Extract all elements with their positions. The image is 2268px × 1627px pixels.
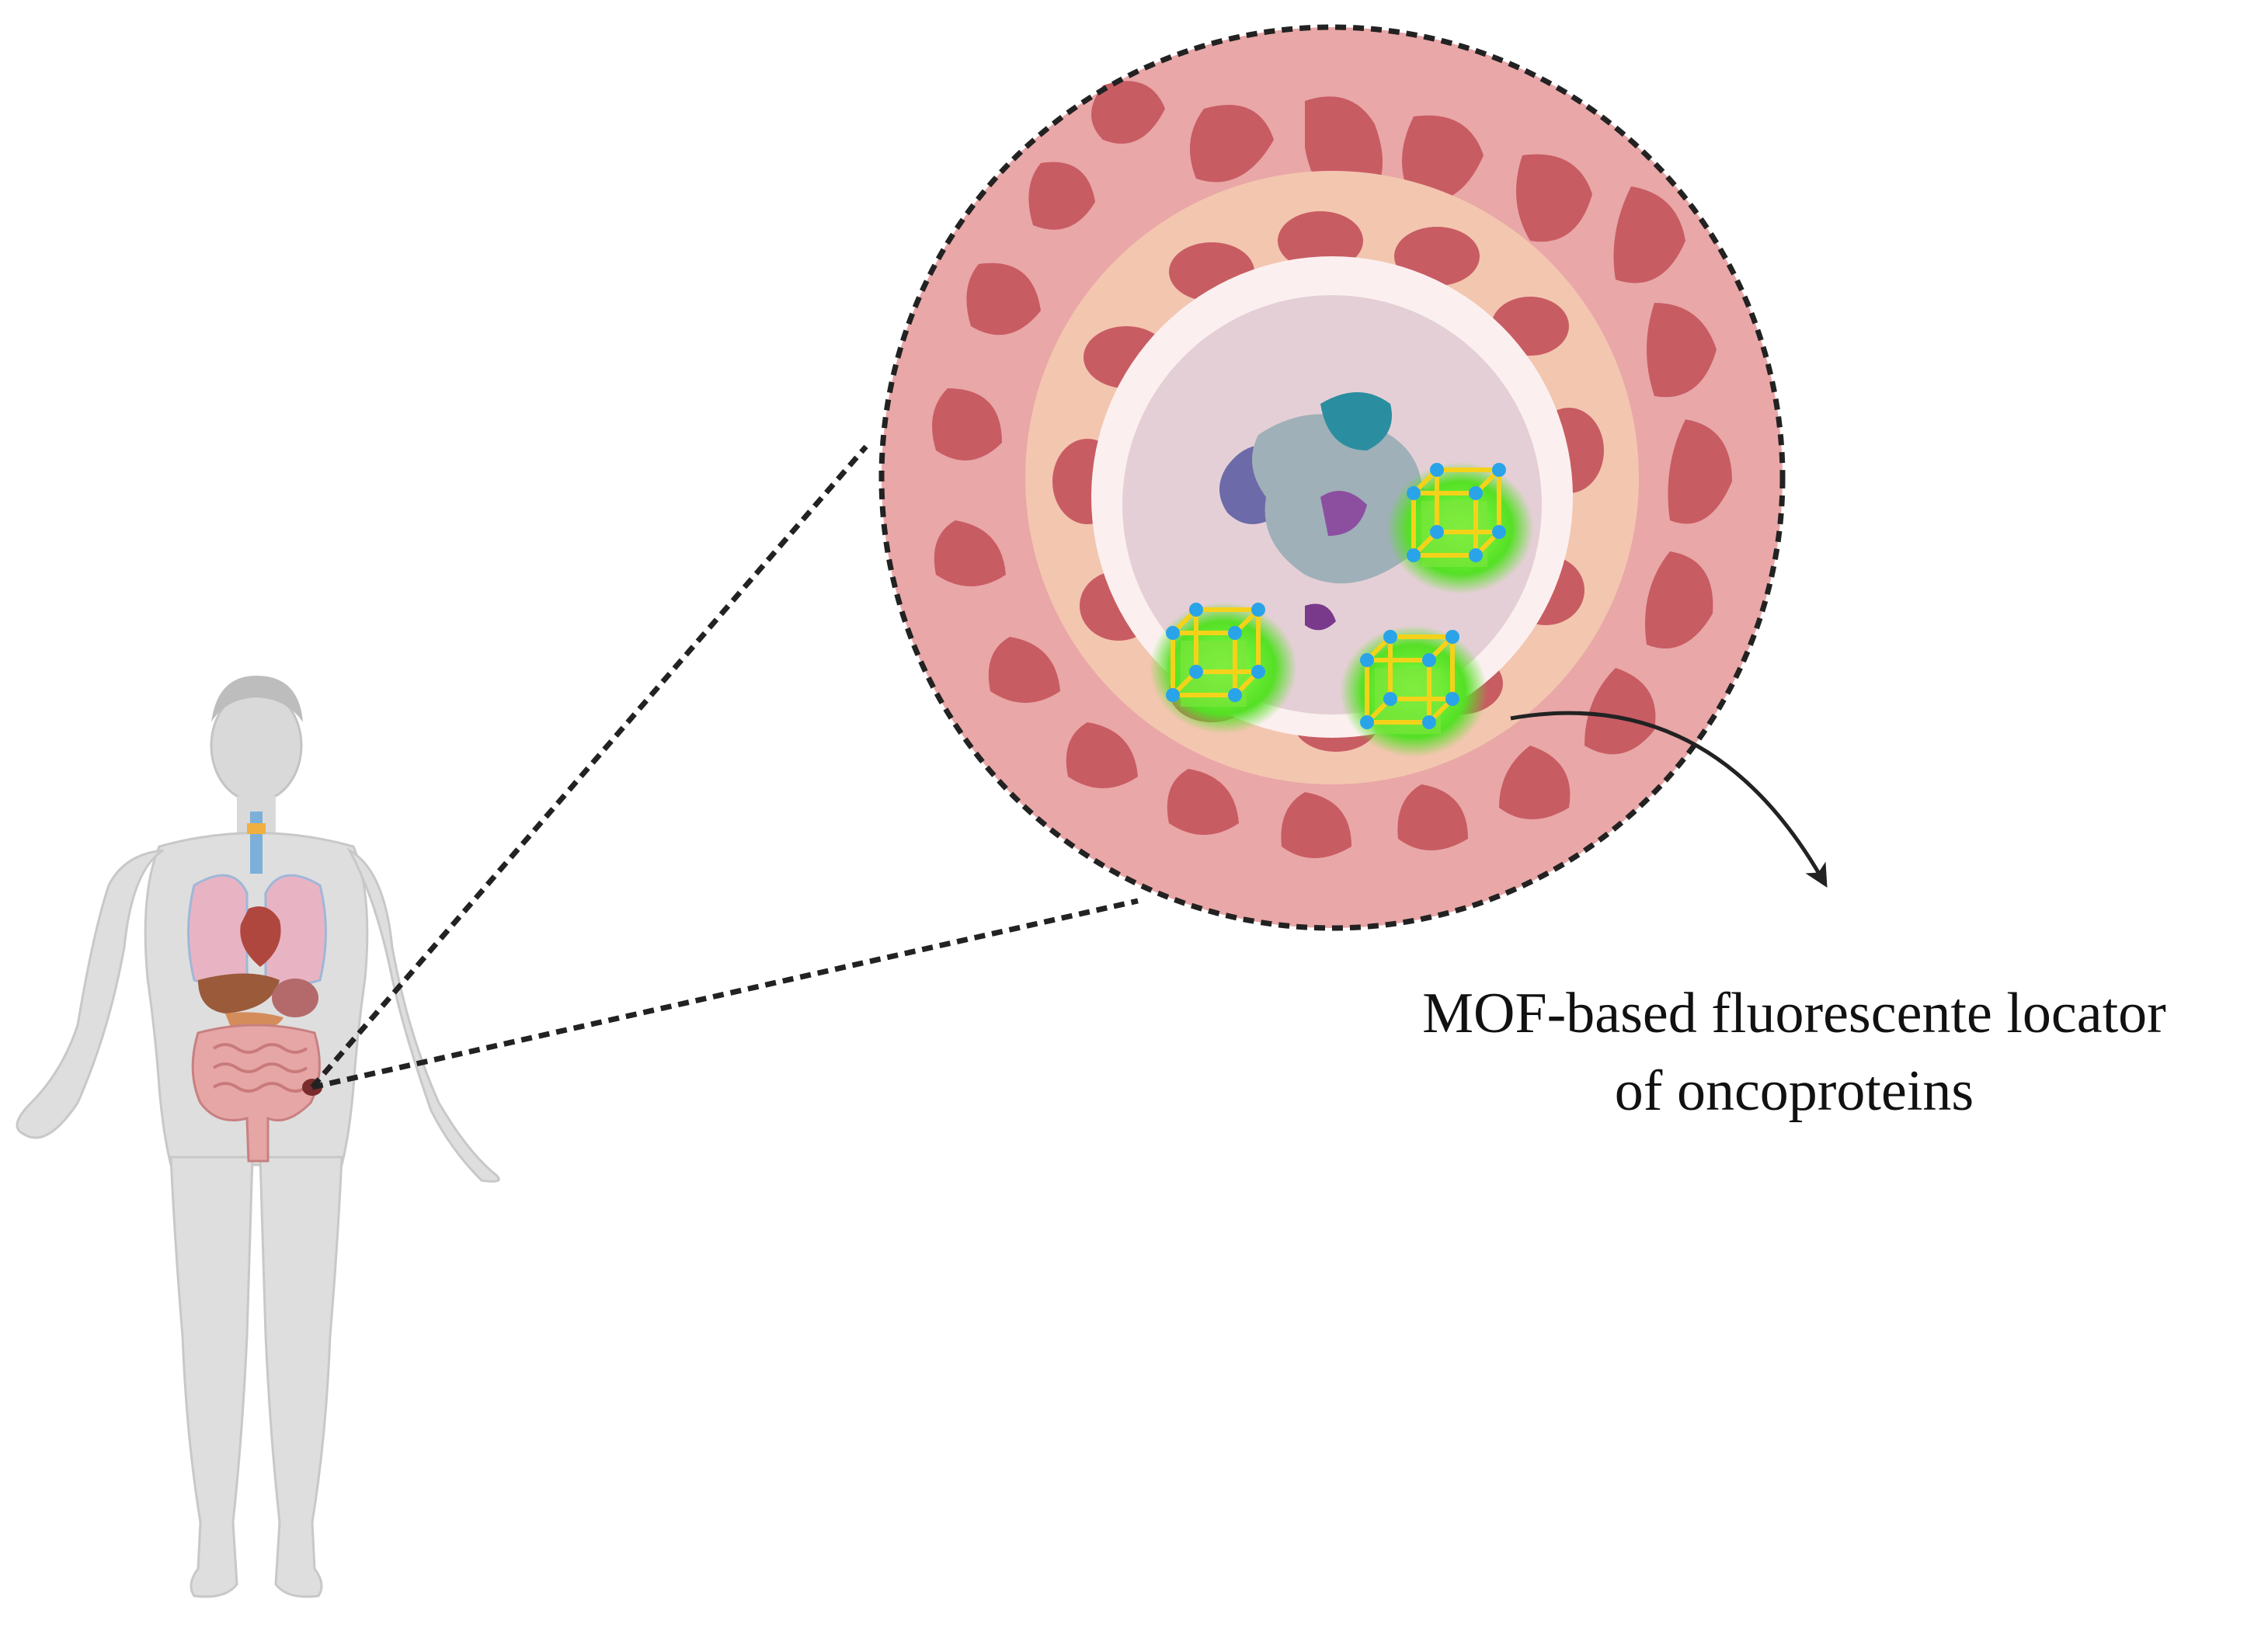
mof-particle-3: [1340, 625, 1487, 757]
tissue-villi: [932, 81, 1732, 858]
left-leg: [169, 1156, 254, 1598]
caption-line-2: of oncoproteins: [1614, 1059, 1974, 1123]
right-leg: [259, 1156, 343, 1598]
mof-particle-2: [1150, 602, 1297, 734]
magnified-tissue-view: [878, 24, 1786, 931]
magnification-border: [878, 24, 1786, 931]
stomach: [272, 979, 318, 1017]
right-arm: [346, 847, 500, 1183]
callout-arrow: [1510, 711, 1828, 888]
left-arm: [16, 849, 164, 1139]
zoom-line-upper: [310, 444, 868, 1090]
liver: [198, 973, 280, 1013]
internal-organs: [187, 812, 327, 1163]
zoom-line-lower: [311, 898, 1139, 1090]
mof-locator-caption: MOF-based fluorescente locator of oncopr…: [1320, 975, 2268, 1130]
left-lung: [187, 874, 249, 986]
human-body-figure: [16, 676, 500, 1598]
mof-particle-1: [1386, 462, 1534, 594]
caption-line-1: MOF-based fluorescente locator: [1422, 982, 2166, 1045]
oncoprotein-cluster: [1219, 392, 1431, 631]
intestines: [191, 1024, 321, 1163]
heart: [240, 906, 281, 967]
